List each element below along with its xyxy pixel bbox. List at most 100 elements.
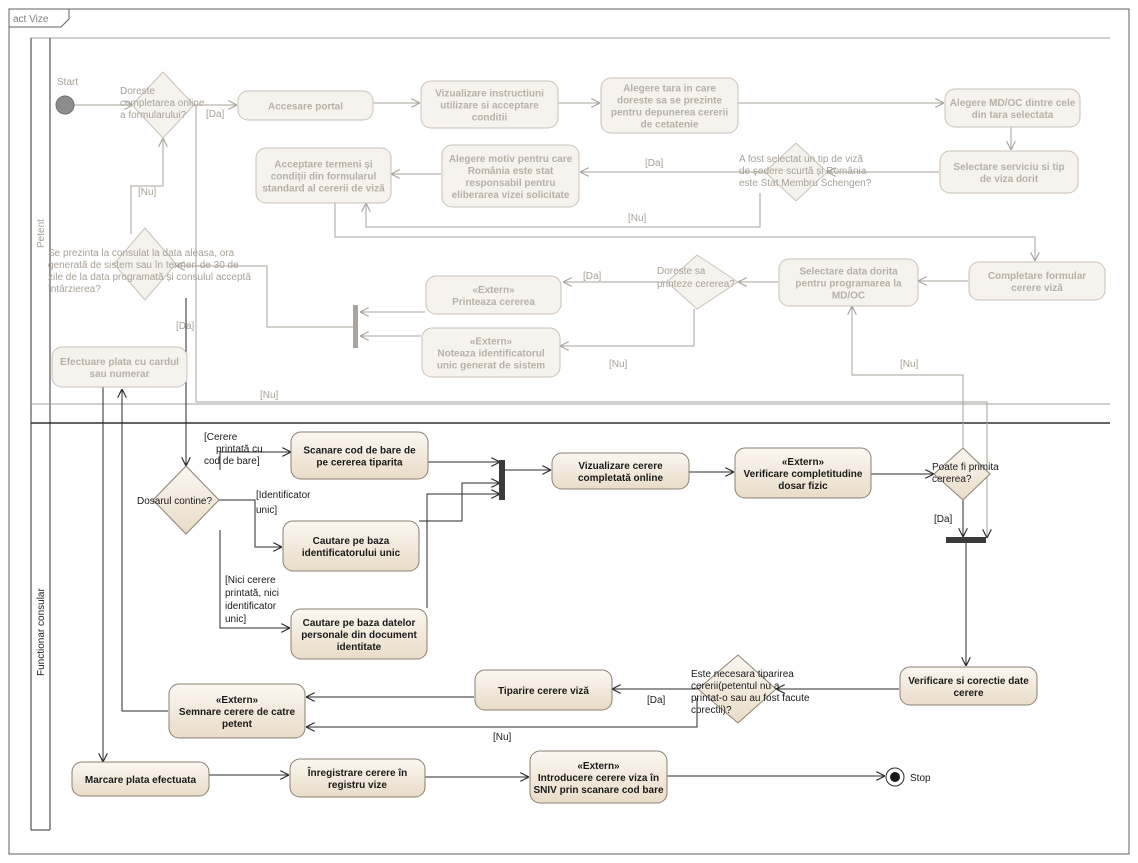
edge-nici xyxy=(219,530,290,628)
decision-printeze[interactable] xyxy=(666,254,739,310)
guard-identificator: [Identificator unic] xyxy=(256,490,313,516)
guard-nu-tiparire: [Nu] xyxy=(493,732,512,743)
decision-dosarul-contine[interactable] xyxy=(152,465,220,535)
edge-nu-offline xyxy=(194,104,987,538)
guard-da-se-prezinta: [Da] xyxy=(176,321,195,332)
decision-poate-primita[interactable] xyxy=(933,447,991,501)
action-scanare-cod-box xyxy=(290,431,429,480)
guard-nu-sedere: [Nu] xyxy=(628,213,647,224)
action-marcare-plata[interactable]: Marcare plata efectuata xyxy=(71,761,210,797)
action-printeaza-cererea-label: «Extern»Printeaza cererea xyxy=(452,285,535,308)
action-tiparire-cerere-box xyxy=(474,669,613,711)
action-efectuare-plata-box xyxy=(51,346,188,388)
decision-label-sedere-scurta: A fost selectat un tip de viză de ședere… xyxy=(739,154,872,189)
lane-label-functionar: Functionar consular xyxy=(36,588,47,676)
decision-nodes xyxy=(113,71,991,724)
action-verificare-dosar-box xyxy=(734,447,872,499)
final-node[interactable] xyxy=(885,767,905,787)
join-bar-cautare xyxy=(499,460,505,500)
decision-labels: Doreste completarea online a formularulu… xyxy=(47,86,1001,716)
edge-nu-termeni xyxy=(366,193,761,228)
action-marcare-plata-label: Marcare plata efectuata xyxy=(85,775,197,786)
decision-completare-online[interactable] xyxy=(131,71,195,139)
action-accesare-portal-box xyxy=(237,90,374,121)
lane-label-petent: Petent xyxy=(36,219,47,248)
edge-cautare-id-join xyxy=(419,483,500,522)
action-verificare-corectie-box xyxy=(899,666,1038,706)
start-label: Start xyxy=(57,77,78,88)
decision-tiparire-necesara[interactable] xyxy=(697,654,777,724)
guard-da-tiparire: [Da] xyxy=(647,695,666,706)
edge-termeni-completare xyxy=(334,203,1035,261)
action-tiparire-cerere[interactable]: Tiparire cerere viză xyxy=(474,669,613,711)
guard-nu-printeze: [Nu] xyxy=(609,359,628,370)
stop-label: Stop xyxy=(910,773,931,784)
decision-sedere-scurta[interactable] xyxy=(764,142,828,202)
swimlanes: Petent Functionar consular xyxy=(30,37,1110,831)
action-inregistrare-cerere-box xyxy=(289,758,426,798)
action-alegere-mdoc-box xyxy=(944,88,1081,128)
action-accesare-portal[interactable]: Accesare portal xyxy=(237,90,374,121)
action-noteaza-identificator-box xyxy=(421,327,561,378)
guard-nici: [Nici cerere printată, nici identificato… xyxy=(225,575,282,625)
frame-title: act Vize xyxy=(13,14,49,25)
guard-nu-reprogramare: [Nu] xyxy=(900,359,919,370)
edge-nu-loop-completare xyxy=(130,138,163,234)
edge-cautare-date-join xyxy=(426,494,500,608)
decision-se-prezinta[interactable] xyxy=(113,227,177,301)
action-marcare-plata-box xyxy=(71,761,210,797)
action-alegere-motiv-box xyxy=(441,144,580,208)
action-cautare-date-box xyxy=(290,608,428,660)
initial-node[interactable] xyxy=(55,95,75,115)
action-cautare-identificator-box xyxy=(282,520,420,572)
action-introducere-cerere-box xyxy=(529,750,668,804)
action-printeaza-cererea[interactable]: «Extern»Printeaza cererea xyxy=(425,275,562,315)
action-tiparire-cerere-label: Tiparire cerere viză xyxy=(498,686,589,697)
guard-nu-completare: [Nu] xyxy=(138,187,157,198)
action-printeaza-cererea-box xyxy=(425,275,562,315)
action-vizualizare-cerere-box xyxy=(551,452,690,490)
decision-label-printeze: Doreste sa printeze cererea? xyxy=(657,266,735,290)
edge-join-se-prezinta xyxy=(176,266,353,328)
guard-da-completare: [Da] xyxy=(206,109,225,120)
decision-label-dosarul-contine: Dosarul contine? xyxy=(137,496,212,507)
action-selectare-serviciu-box xyxy=(939,150,1079,194)
guard-cerere-printata: [Cerere printată cu cod de bare] xyxy=(204,432,265,467)
guard-da-printeze: [Da] xyxy=(583,271,602,282)
decision-label-poate-primita: Poate fi primita cererea? xyxy=(932,462,1001,485)
action-acceptare-termeni-box xyxy=(255,147,392,204)
